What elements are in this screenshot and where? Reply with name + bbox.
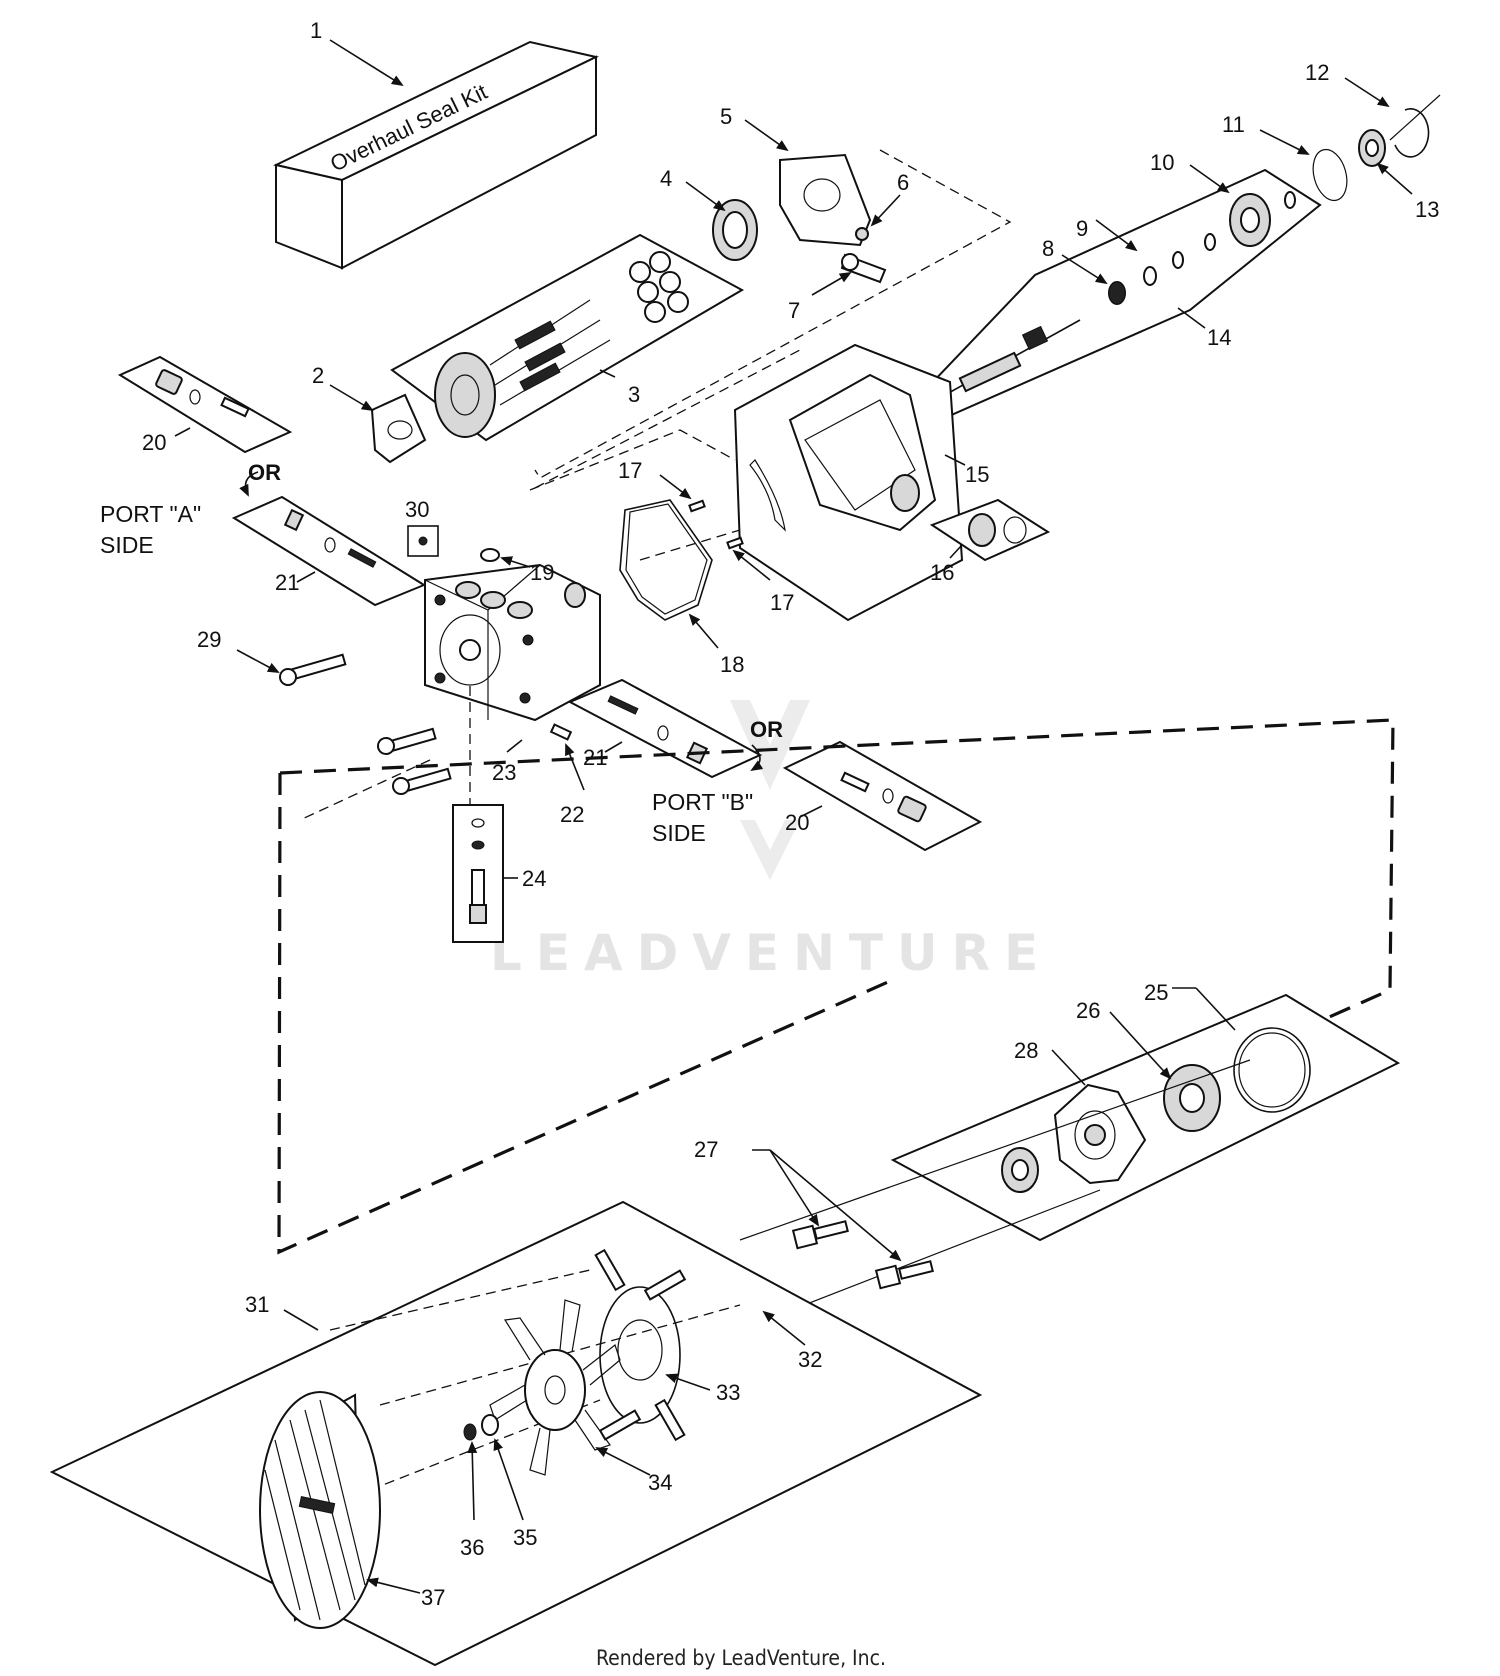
footer-credit: Rendered by LeadVenture, Inc. (596, 1646, 886, 1670)
part-28-charge-pump-housing (1053, 1083, 1147, 1185)
callout-28: 28 (1014, 1038, 1038, 1063)
port-a-line1: PORT "A" (100, 501, 201, 527)
callout-36: 36 (460, 1535, 484, 1560)
watermark: LEADVENTURE (490, 700, 1052, 982)
part-20-port-a-panel (117, 355, 293, 454)
assembly-guide-1 (534, 149, 1012, 479)
part-11-o-ring (1312, 148, 1348, 202)
part-12-retaining-ring (1394, 108, 1430, 158)
callout-9: 9 (1076, 216, 1088, 241)
callout-20a: 20 (142, 430, 166, 455)
part-35-washer (481, 1414, 499, 1436)
port-a-line2: SIDE (100, 532, 154, 558)
assembly-guide-6 (299, 759, 431, 821)
watermark-text: LEADVENTURE (490, 924, 1052, 982)
part-33-fan-plate (594, 1248, 687, 1442)
callout-27: 27 (694, 1137, 718, 1162)
part-21-port-a-panel (231, 495, 427, 607)
callout-2: 2 (312, 363, 324, 388)
part-24-valve-panel (452, 804, 504, 943)
part-31-fan-assembly-panel (49, 1200, 983, 1667)
callout-24: 24 (522, 866, 546, 891)
callout-18: 18 (720, 652, 744, 677)
shaft-axis-line (1389, 94, 1441, 141)
part-27-bolts (791, 1220, 934, 1290)
callout-33: 33 (716, 1380, 740, 1405)
fan-axis-line-2 (329, 1269, 591, 1331)
callout-15: 15 (965, 462, 989, 487)
part-1-seal-kit-box: Overhaul Seal Kit (272, 40, 600, 270)
part-30-plug (407, 525, 439, 557)
port-b-line2: SIDE (652, 820, 706, 846)
callout-32: 32 (798, 1347, 822, 1372)
part-19-plug (480, 548, 500, 562)
assembly-boundary (277, 718, 1395, 1255)
part-22-bolt (549, 723, 573, 741)
part-28-bearing (1001, 1147, 1039, 1193)
callout-1: 1 (310, 18, 322, 43)
callout-31: 31 (245, 1292, 269, 1317)
callout-13: 13 (1415, 197, 1439, 222)
part-5-swashplate (779, 153, 872, 247)
callout-22: 22 (560, 802, 584, 827)
part-25-28-cover-panel (890, 993, 1401, 1242)
part-23-bolts (377, 727, 452, 795)
assembly-guide-2 (534, 349, 801, 489)
part-2-thrust-plate (370, 393, 427, 464)
callout-14: 14 (1207, 325, 1231, 350)
part-23-center-section (424, 563, 601, 722)
assembly-guide-3 (529, 429, 736, 491)
callout-16: 16 (930, 560, 954, 585)
callout-37: 37 (421, 1585, 445, 1610)
part-25-o-ring (1233, 1027, 1311, 1113)
part-6-7-trunnion-shaft (840, 227, 887, 284)
part-4-bearing (712, 199, 758, 261)
callout-29: 29 (197, 627, 221, 652)
part-16-seal-panel (929, 498, 1051, 562)
callout-6: 6 (897, 170, 909, 195)
part-13-seal (1358, 129, 1386, 167)
callout-23: 23 (492, 760, 516, 785)
callout-25: 25 (1144, 980, 1168, 1005)
part-34-fan (489, 1299, 621, 1476)
part-29-bolt (279, 653, 347, 686)
or-label-b: OR (750, 717, 783, 742)
part-36-nut (463, 1423, 477, 1441)
part-37-fan-shroud (259, 1391, 381, 1629)
assembly-guide-4 (639, 529, 741, 561)
callout-20b: 20 (785, 810, 809, 835)
callout-12: 12 (1305, 60, 1329, 85)
callout-3: 3 (628, 382, 640, 407)
part-8-seal (1108, 281, 1126, 305)
callout-21a: 21 (275, 570, 299, 595)
fan-axis-line-3 (369, 1399, 601, 1491)
callout-19: 19 (530, 560, 554, 585)
fan-axis-line (379, 1304, 741, 1406)
callout-17b: 17 (770, 590, 794, 615)
callout-26: 26 (1076, 998, 1100, 1023)
leader-lines (174, 39, 1413, 1594)
part-20-port-b-panel (782, 740, 983, 852)
callout-21b: 21 (583, 745, 607, 770)
part-17-pins (688, 499, 744, 550)
part-18-gasket (619, 499, 713, 621)
callout-11: 11 (1222, 112, 1245, 137)
callout-17a: 17 (618, 458, 642, 483)
part-3-rotating-kit (390, 233, 745, 442)
callout-30: 30 (405, 497, 429, 522)
callout-5: 5 (720, 104, 732, 129)
callout-4: 4 (660, 166, 672, 191)
part-26-gerotor (1163, 1064, 1221, 1132)
part-15-housing (733, 343, 964, 622)
callout-8: 8 (1042, 236, 1054, 261)
callout-34: 34 (648, 1470, 672, 1495)
callout-7: 7 (788, 298, 800, 323)
callout-35: 35 (513, 1525, 537, 1550)
callout-numbers: 1 2 3 4 5 6 7 8 9 10 11 12 13 14 15 16 1… (142, 18, 1439, 1610)
callout-10: 10 (1150, 150, 1174, 175)
cover-axis-line (739, 1059, 1251, 1241)
or-label-a: OR (248, 460, 281, 485)
port-b-line1: PORT "B" (652, 789, 753, 815)
